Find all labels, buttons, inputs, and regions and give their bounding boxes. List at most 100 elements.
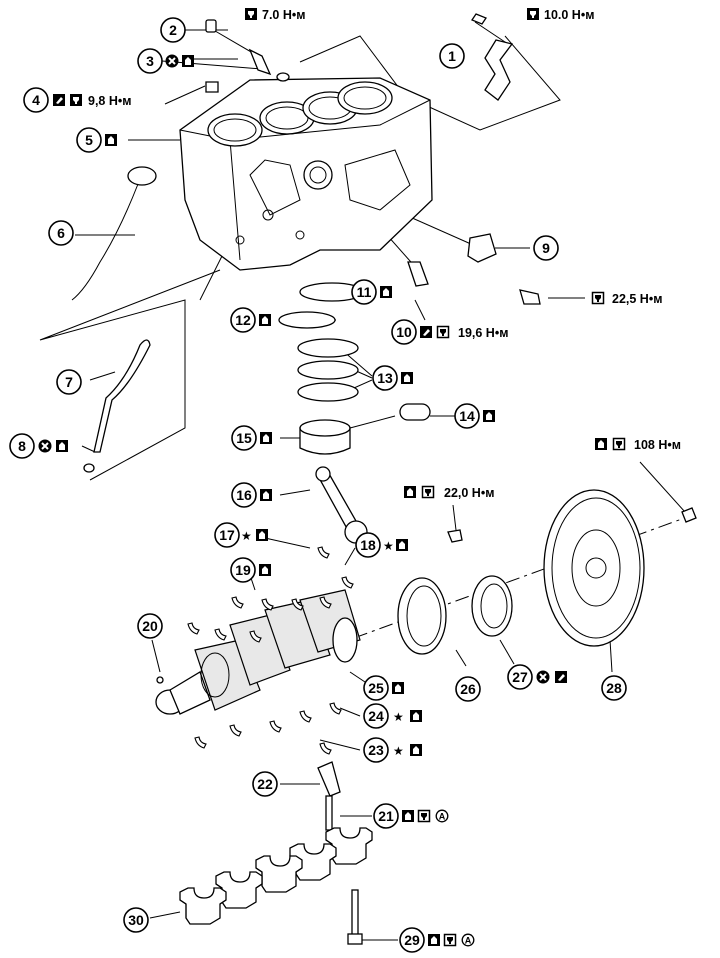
do-not-reuse-icon: [37, 438, 53, 454]
torque-label-10-0: 10.0 Н•м: [544, 8, 594, 22]
svg-text:25: 25: [368, 680, 384, 696]
svg-text:17: 17: [219, 527, 235, 543]
sealant-icon: [555, 671, 567, 683]
callout-25: 25: [363, 675, 389, 701]
oil-icon: [404, 486, 416, 498]
oil-icon: [392, 682, 404, 694]
sealant-icon: [53, 94, 65, 106]
torque-label-7-0: 7.0 Н•м: [262, 8, 306, 22]
star-icon: ★: [241, 529, 252, 543]
oil-icon: [428, 934, 440, 946]
callout-9: 9: [533, 235, 559, 261]
crankshaft: [155, 589, 361, 715]
callout-12: 12: [230, 307, 256, 333]
callouts: 1 2 3 4 5 6 7 8: [9, 17, 627, 953]
torque-icon: [591, 291, 605, 305]
svg-text:19: 19: [235, 562, 251, 578]
oil-icon: [396, 539, 408, 551]
callout-24: 24: [363, 703, 389, 729]
svg-text:13: 13: [377, 370, 393, 386]
callout-22: 22: [252, 771, 278, 797]
torque-label-22-5: 22,5 Н•м: [612, 292, 662, 306]
svg-text:23: 23: [368, 742, 384, 758]
svg-text:11: 11: [357, 284, 372, 300]
dipstick-and-tube: [71, 166, 157, 473]
svg-text:6: 6: [57, 225, 65, 241]
star-icon: ★: [393, 744, 404, 758]
svg-text:28: 28: [606, 680, 622, 696]
torque-icon: [421, 485, 435, 499]
oil-icon: [256, 529, 268, 541]
torque-icon: [436, 325, 450, 339]
oil-icon: [410, 710, 422, 722]
oil-icon: [260, 432, 272, 444]
star-icon: ★: [383, 539, 394, 553]
oil-icon: [380, 286, 392, 298]
callout-19: 19: [230, 557, 256, 583]
callout-5: 5: [76, 127, 102, 153]
svg-text:10: 10: [396, 324, 412, 340]
oil-icon: [401, 372, 413, 384]
torque-icon: [612, 437, 626, 451]
callout-7: 7: [56, 369, 82, 395]
svg-text:29: 29: [404, 932, 420, 948]
callout-2: 2: [160, 17, 186, 43]
oil-icon: [105, 134, 117, 146]
bearing-shells: [156, 546, 354, 755]
torque-label-9-8: 9,8 Н•м: [88, 94, 132, 108]
oil-icon: [182, 55, 194, 67]
callout-18: 18: [355, 532, 381, 558]
callout-1: 1: [439, 43, 465, 69]
svg-text:2: 2: [169, 22, 177, 38]
oil-icon: [483, 410, 495, 422]
callout-6: 6: [48, 220, 74, 246]
svg-text:3: 3: [146, 53, 154, 69]
svg-text:26: 26: [460, 681, 476, 697]
oil-icon: [259, 564, 271, 576]
svg-text:1: 1: [448, 48, 456, 64]
svg-text:7: 7: [65, 374, 73, 390]
angle-mark-icon: [435, 809, 449, 823]
callout-8: 8: [9, 433, 35, 459]
callout-27: 27: [507, 664, 533, 690]
callout-13: 13: [372, 365, 398, 391]
svg-text:8: 8: [18, 438, 26, 454]
svg-text:24: 24: [368, 708, 384, 724]
svg-text:12: 12: [235, 312, 251, 328]
svg-text:4: 4: [32, 92, 40, 108]
callout-26: 26: [455, 676, 481, 702]
torque-label-19-6: 19,6 Н•м: [458, 326, 508, 340]
svg-text:20: 20: [142, 618, 158, 634]
oil-icon: [259, 314, 271, 326]
torque-icon: [527, 8, 539, 20]
svg-text:30: 30: [128, 912, 144, 928]
sealant-icon: [420, 326, 432, 338]
torque-label-108: 108 Н•м: [634, 438, 681, 452]
oil-icon: [595, 438, 607, 450]
oil-icon: [402, 810, 414, 822]
torque-label-22-0: 22,0 Н•м: [444, 486, 494, 500]
torque-icon: [245, 8, 257, 20]
top-small-parts: [205, 13, 514, 101]
torque-icon: [443, 933, 457, 947]
callout-29: 29: [399, 927, 425, 953]
do-not-reuse-icon: [535, 669, 551, 685]
callout-4: 4: [23, 87, 49, 113]
callout-21: 21: [373, 803, 399, 829]
svg-text:9: 9: [542, 240, 550, 256]
svg-text:14: 14: [459, 408, 475, 424]
svg-text:16: 16: [236, 487, 252, 503]
oil-icon: [260, 489, 272, 501]
callout-14: 14: [454, 403, 480, 429]
oil-icon: [56, 440, 68, 452]
svg-text:22: 22: [257, 776, 273, 792]
svg-text:18: 18: [360, 537, 376, 553]
callout-11: 11: [351, 279, 377, 305]
do-not-reuse-icon: [164, 53, 180, 69]
main-bearing-caps: [179, 761, 373, 945]
angle-mark-icon: [461, 933, 475, 947]
svg-text:5: 5: [85, 132, 93, 148]
oil-icon: [410, 744, 422, 756]
callout-30: 30: [123, 907, 149, 933]
